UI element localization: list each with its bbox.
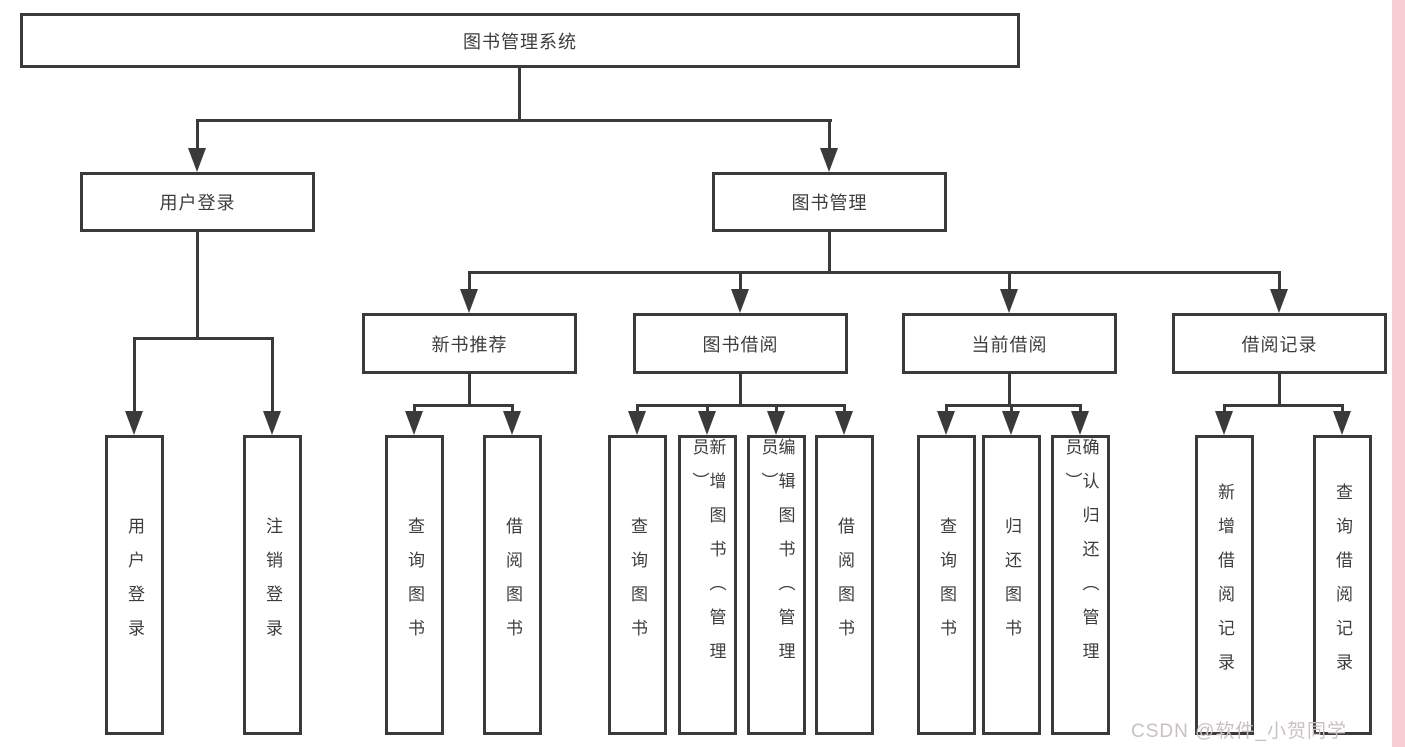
arrow-down-icon	[698, 411, 716, 435]
arrow-down-icon	[1002, 411, 1020, 435]
connector	[945, 404, 948, 416]
node-new-book-rec: 新书推荐	[362, 313, 577, 374]
connector	[511, 404, 514, 416]
connector	[196, 119, 832, 122]
arrow-down-icon	[1270, 289, 1288, 313]
connector	[468, 374, 471, 406]
connector	[1079, 404, 1082, 416]
arrow-down-icon	[503, 411, 521, 435]
node-new-book-rec-label: 新书推荐	[431, 334, 508, 355]
arrow-down-icon	[1071, 411, 1089, 435]
arrow-down-icon	[820, 148, 838, 172]
arrow-down-icon	[188, 148, 206, 172]
connector	[636, 404, 639, 416]
node-book-mgmt: 图书管理	[712, 172, 947, 232]
leaf-logout: 注销登录	[243, 435, 302, 735]
node-book-mgmt-label: 图书管理	[791, 193, 868, 213]
connector	[1278, 374, 1281, 406]
connector	[1341, 404, 1344, 416]
connector	[739, 271, 742, 295]
node-borrow-records-label: 借阅记录	[1241, 334, 1318, 355]
leaf-bb-borrow-books: 借阅图书	[815, 435, 874, 735]
connector	[1278, 271, 1281, 295]
connector	[843, 404, 846, 416]
node-current-borrow-label: 当前借阅	[971, 334, 1048, 355]
leaf-bb-edit-books-admin: 编辑图书（管理员）	[747, 435, 806, 735]
node-root-label: 图书管理系统	[463, 31, 577, 52]
node-current-borrow: 当前借阅	[902, 313, 1117, 374]
leaf-cb-return-books: 归还图书	[982, 435, 1041, 735]
leaf-bb-add-books-admin: 新增图书（管理员）	[678, 435, 737, 735]
arrow-down-icon	[405, 411, 423, 435]
connector	[775, 404, 778, 416]
connector	[413, 404, 514, 407]
leaf-cb-confirm-return-admin: 确认归还（管理员）	[1051, 435, 1110, 735]
arrow-down-icon	[1000, 289, 1018, 313]
leaf-br-query-record: 查询借阅记录	[1313, 435, 1372, 735]
leaf-br-add-record: 新增借阅记录	[1195, 435, 1254, 735]
node-user-login: 用户登录	[80, 172, 315, 232]
connector	[196, 232, 199, 338]
connector	[1223, 404, 1344, 407]
connector	[468, 271, 1281, 274]
connector	[518, 68, 521, 121]
arrow-down-icon	[263, 411, 281, 435]
node-borrow-records: 借阅记录	[1172, 313, 1387, 374]
connector	[1008, 374, 1011, 406]
connector	[1010, 404, 1013, 416]
connector	[1223, 404, 1226, 416]
connector	[945, 404, 1082, 407]
connector	[133, 337, 274, 340]
arrow-down-icon	[628, 411, 646, 435]
connector	[706, 404, 709, 416]
arrow-down-icon	[1215, 411, 1233, 435]
arrow-down-icon	[937, 411, 955, 435]
connector	[271, 337, 274, 415]
node-user-login-label: 用户登录	[159, 193, 236, 213]
connector	[468, 271, 471, 295]
arrow-down-icon	[731, 289, 749, 313]
connector	[636, 404, 846, 407]
arrow-down-icon	[1333, 411, 1351, 435]
connector	[1008, 271, 1011, 295]
connector	[739, 374, 742, 406]
node-book-borrow-label: 图书借阅	[702, 334, 779, 355]
leaf-user-login: 用户登录	[105, 435, 164, 735]
arrow-down-icon	[125, 411, 143, 435]
arrow-down-icon	[767, 411, 785, 435]
arrow-down-icon	[835, 411, 853, 435]
leaf-cb-query-books: 查询图书	[917, 435, 976, 735]
node-book-borrow: 图书借阅	[633, 313, 848, 374]
connector	[828, 119, 831, 153]
connector	[828, 232, 831, 273]
leaf-bb-query-books: 查询图书	[608, 435, 667, 735]
leaf-nb-borrow-books: 借阅图书	[483, 435, 542, 735]
arrow-down-icon	[460, 289, 478, 313]
node-root: 图书管理系统	[20, 13, 1020, 68]
right-edge-strip	[1392, 0, 1405, 747]
connector	[133, 337, 136, 415]
leaf-nb-query-books: 查询图书	[385, 435, 444, 735]
connector	[413, 404, 416, 416]
connector	[196, 119, 199, 153]
watermark: CSDN @软件_小贺同学	[1131, 721, 1347, 742]
